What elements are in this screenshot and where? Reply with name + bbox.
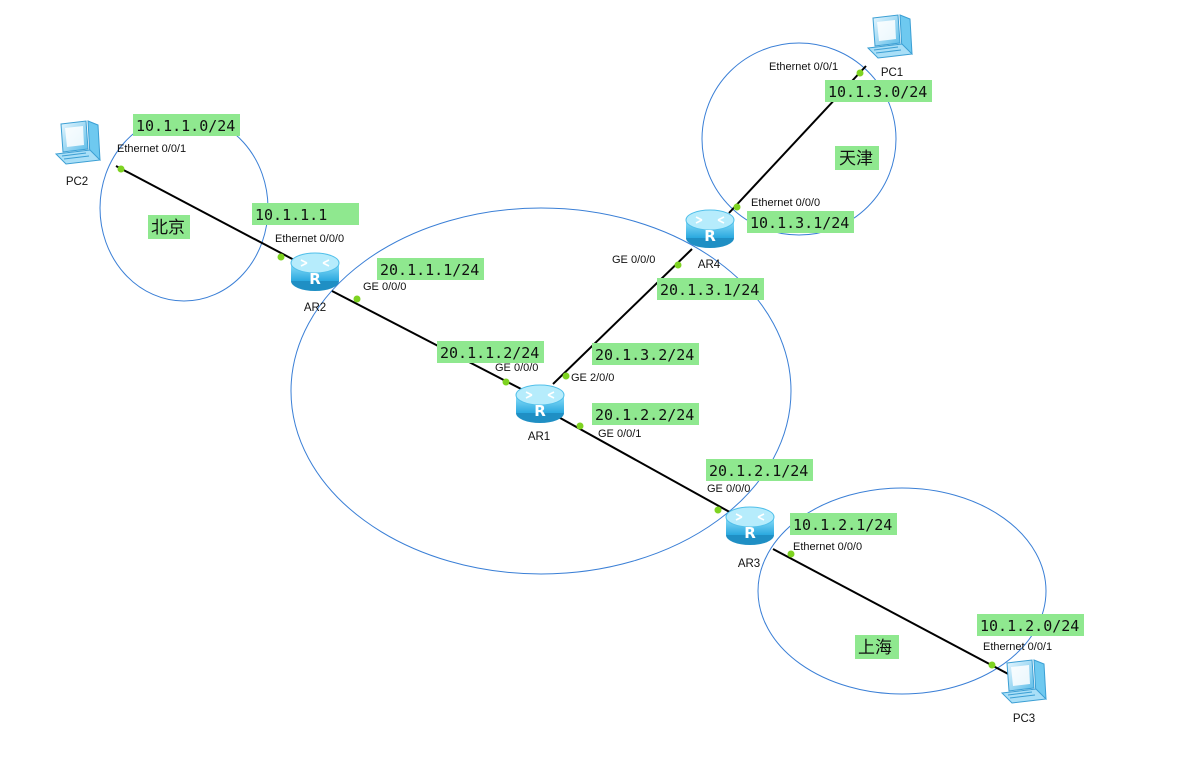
area-circles xyxy=(99,42,1047,695)
port-dot xyxy=(277,253,285,261)
ar2-device[interactable]: AR2 xyxy=(290,252,340,314)
region-tag-shanghai: 上海 xyxy=(855,635,899,659)
link-ar3-pc3 xyxy=(772,548,1013,677)
address-tag: 10.1.3.1/24 xyxy=(747,211,854,233)
port-label: Ethernet 0/0/0 xyxy=(793,541,862,553)
svg-text:20.1.1.1/24: 20.1.1.1/24 xyxy=(380,261,479,279)
port-label: GE 0/0/0 xyxy=(495,362,538,374)
svg-text:天津: 天津 xyxy=(839,149,873,169)
port-label: Ethernet 0/0/1 xyxy=(769,61,838,73)
address-tag: 20.1.3.1/24 xyxy=(657,278,764,300)
region-tag-beijing: 北京 xyxy=(148,215,190,239)
pc2-device[interactable]: PC2 xyxy=(55,120,101,188)
svg-text:10.1.1.1: 10.1.1.1 xyxy=(255,206,327,224)
port-dot xyxy=(856,69,864,77)
ar3-label: AR3 xyxy=(738,558,760,570)
link-ar1-ar3 xyxy=(552,413,736,516)
address-tag: 20.1.2.2/24 xyxy=(592,403,699,425)
link-ar2-ar1 xyxy=(331,290,526,392)
pc1-device[interactable]: PC1 xyxy=(867,14,913,79)
port-dot xyxy=(988,661,996,669)
pc-icon xyxy=(1001,659,1047,704)
svg-text:10.1.2.1/24: 10.1.2.1/24 xyxy=(793,516,892,534)
address-tag: 10.1.3.0/24 xyxy=(825,80,932,102)
port-dot xyxy=(502,378,510,386)
ar4-device[interactable]: AR4 xyxy=(685,209,735,271)
port-dot xyxy=(674,261,682,269)
address-tag: 20.1.1.1/24 xyxy=(377,258,484,280)
svg-text:20.1.1.2/24: 20.1.1.2/24 xyxy=(440,344,539,362)
port-label: Ethernet 0/0/1 xyxy=(983,641,1052,653)
address-tag: 10.1.2.0/24 xyxy=(977,614,1084,636)
port-label: GE 0/0/0 xyxy=(363,281,406,293)
router-icon xyxy=(515,384,565,424)
port-dot xyxy=(714,506,722,514)
port-dot xyxy=(787,550,795,558)
svg-text:20.1.2.2/24: 20.1.2.2/24 xyxy=(595,406,694,424)
pc3-label: PC3 xyxy=(1013,713,1035,725)
ar4-label: AR4 xyxy=(698,259,721,271)
port-label: GE 0/0/1 xyxy=(598,428,641,440)
ar1-device[interactable]: AR1 xyxy=(515,384,565,443)
link-ar1-ar4 xyxy=(552,248,693,385)
port-dot xyxy=(353,295,361,303)
pc2-label: PC2 xyxy=(66,176,88,188)
port-dot xyxy=(576,422,584,430)
address-tag: 10.1.1.0/24 xyxy=(133,114,240,136)
port-label: GE 0/0/0 xyxy=(707,483,750,495)
backbone-area xyxy=(290,207,792,575)
svg-text:20.1.3.2/24: 20.1.3.2/24 xyxy=(595,346,694,364)
port-label: GE 2/0/0 xyxy=(571,372,614,384)
address-tag: 20.1.3.2/24 xyxy=(592,343,699,365)
svg-text:20.1.3.1/24: 20.1.3.1/24 xyxy=(660,281,759,299)
svg-text:10.1.2.0/24: 10.1.2.0/24 xyxy=(980,617,1079,635)
svg-text:10.1.1.0/24: 10.1.1.0/24 xyxy=(136,117,235,135)
port-label: Ethernet 0/0/0 xyxy=(751,197,820,209)
address-tags: 10.1.1.0/24 10.1.1.1 20.1.1.1/24 20.1.1.… xyxy=(133,80,1084,636)
svg-text:北京: 北京 xyxy=(151,218,185,238)
region-tags: 北京 天津 上海 xyxy=(148,146,899,659)
ar3-device[interactable]: AR3 xyxy=(725,506,775,570)
port-dot xyxy=(117,165,125,173)
port-label: Ethernet 0/0/0 xyxy=(275,233,344,245)
port-dot xyxy=(733,203,741,211)
address-tag: 20.1.1.2/24 xyxy=(437,341,544,363)
address-tag: 10.1.1.1 xyxy=(252,203,359,225)
port-dots xyxy=(117,69,996,669)
router-icon xyxy=(725,506,775,546)
router-icon xyxy=(685,209,735,249)
port-labels: Ethernet 0/0/1 Ethernet 0/0/0 GE 0/0/0 G… xyxy=(117,61,1052,653)
address-tag: 20.1.2.1/24 xyxy=(706,459,813,481)
svg-text:10.1.3.1/24: 10.1.3.1/24 xyxy=(750,214,849,232)
tianjin-area xyxy=(701,42,897,236)
address-tag: 10.1.2.1/24 xyxy=(790,513,897,535)
svg-text:20.1.2.1/24: 20.1.2.1/24 xyxy=(709,462,808,480)
pc3-device[interactable]: PC3 xyxy=(1001,659,1047,725)
pc1-label: PC1 xyxy=(881,67,903,79)
region-tag-tianjin: 天津 xyxy=(835,146,879,170)
ar2-label: AR2 xyxy=(304,302,326,314)
port-label: Ethernet 0/0/1 xyxy=(117,143,186,155)
ar1-label: AR1 xyxy=(528,431,550,443)
port-dot xyxy=(562,372,570,380)
router-icon xyxy=(290,252,340,292)
port-label: GE 0/0/0 xyxy=(612,254,655,266)
link-pc2-ar2 xyxy=(115,165,299,263)
svg-text:10.1.3.0/24: 10.1.3.0/24 xyxy=(828,83,927,101)
pc-icon xyxy=(867,14,913,59)
pc-icon xyxy=(55,120,101,165)
svg-text:上海: 上海 xyxy=(858,638,892,658)
shanghai-area xyxy=(757,487,1047,695)
